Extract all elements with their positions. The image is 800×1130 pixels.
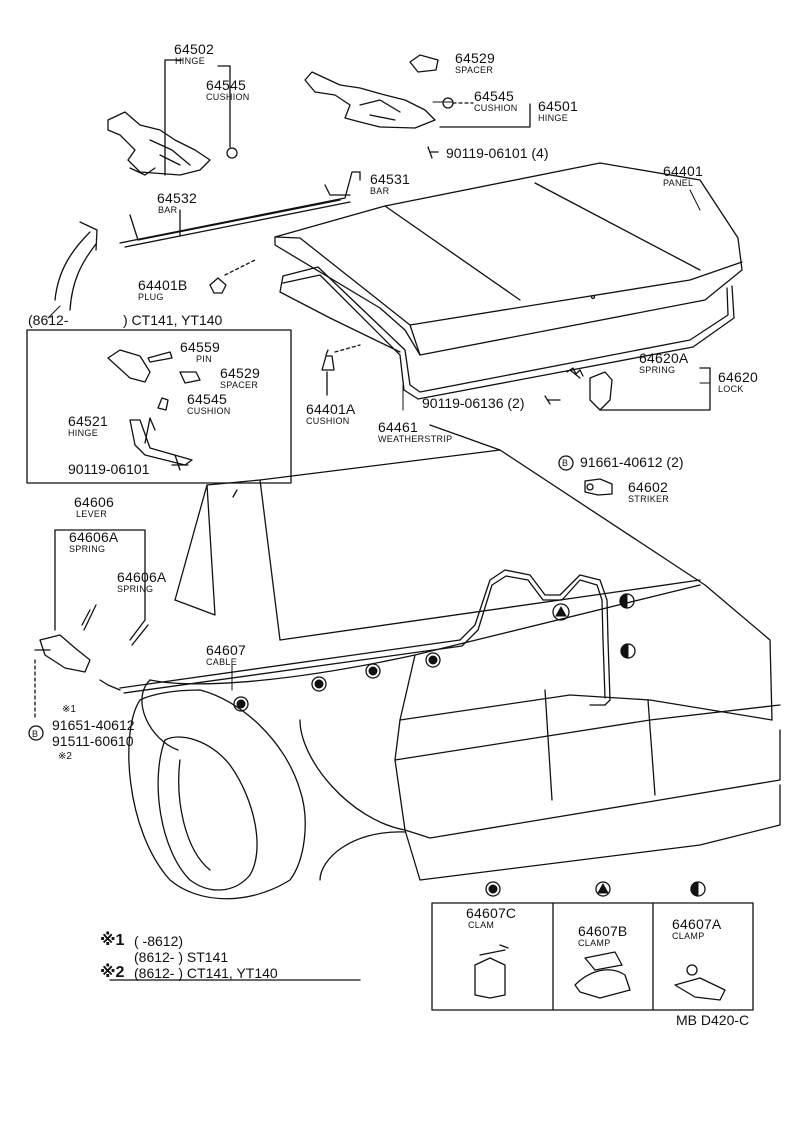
part-number-64401b: 64401B [138,277,188,293]
part-number-64606a: 64606A [69,529,119,545]
bolt-90119-06101: 90119-06101 [68,461,150,477]
car-body-outline [128,424,781,900]
part-name-hinge: HINGE [538,113,569,123]
part-name-cable: CABLE [206,657,238,667]
part-name-hinge: HINGE [68,428,99,438]
part-number-64607b: 64607B [578,923,628,939]
part-name-cushion: CUSHION [474,103,518,113]
part-number-64501: 64501 [538,98,578,114]
clamp-b-marker [552,603,611,897]
part-name-spacer: SPACER [220,380,259,390]
footnote-2-text: (8612- ) CT141, YT140 [134,965,278,981]
clamp-a-marker [619,593,706,897]
part-number-64529: 64529 [220,365,260,381]
note-mark-1: ※1 [62,704,76,715]
footnote-mark-1: ※1 [100,932,125,949]
part-name-plug: PLUG [138,292,164,302]
bolt-90119-06101-4: 90119-06101 (4) [446,145,549,161]
part-number-64620: 64620 [718,369,758,385]
footnote-1b-text: (8612- ) ST141 [134,949,229,965]
b-marker-label: B [562,458,569,468]
part-number-64606: 64606 [74,494,114,510]
part-number-64607: 64607 [206,642,246,658]
part-name-cushion: CUSHION [206,92,250,102]
part-name-clam: CLAM [468,920,495,930]
lock-64620-art [544,367,711,411]
part-name-lock: LOCK [718,384,744,394]
part-number-64461: 64461 [378,419,418,435]
part-number-64401a: 64401A [306,401,356,417]
note-mark-2: ※2 [58,751,72,762]
part-name-bar: BAR [370,186,390,196]
cable-64607-art [119,569,611,706]
clamp-legend-boxes-art [431,902,754,1011]
part-number-64531: 64531 [370,171,410,187]
bolt-91661-40612-2: 91661-40612 (2) [580,454,684,470]
part-name-pin: PIN [196,354,212,364]
part-number-64529: 64529 [455,50,495,66]
part-name-panel: PANEL [663,178,694,188]
weatherstrip-outline [279,266,735,400]
b-marker-label: B [32,729,39,739]
part-name-weatherstrip: WEATHERSTRIP [378,434,453,444]
torsion-bars-art [119,171,361,248]
inset-header-prefix: (8612- [28,312,69,328]
part-number-64607c: 64607C [466,905,517,921]
part-name-spring: SPRING [117,584,154,594]
footnote-1-text: ( -8612) [134,933,184,949]
part-name-lever: LEVER [76,509,108,519]
plug-64401b-art [209,259,256,294]
part-name-cushion: CUSHION [187,406,231,416]
part-name-hinge: HINGE [175,56,206,66]
b-markers [28,455,574,741]
part-number-64607a: 64607A [672,916,722,932]
part-number-64521: 64521 [68,413,108,429]
part-name-clamp: CLAMP [578,938,611,948]
part-number-64620a: 64620A [639,350,689,366]
trunk-lid-panel [274,162,743,356]
clamp-markers [233,593,706,897]
part-number-64559: 64559 [180,339,220,355]
part-name-striker: STRIKER [628,494,670,504]
inset-box-art [26,329,292,484]
screw-91651-40612: 91651-40612 [52,717,135,733]
lever-64606-art [34,529,149,721]
part-name-clamp: CLAMP [672,931,705,941]
part-number-64545: 64545 [474,88,514,104]
part-name-spring: SPRING [69,544,106,554]
hinge-64501-art [304,71,531,159]
clam-marker [233,652,501,897]
part-number-64545: 64545 [206,77,246,93]
part-name-spring: SPRING [639,365,676,375]
diagram-code: MB D420-C [676,1012,750,1028]
part-name-cushion: CUSHION [306,416,350,426]
spacer-64529-art [409,54,439,73]
part-name-bar: BAR [158,205,178,215]
part-number-64401: 64401 [663,163,703,179]
part-number-64602: 64602 [628,479,668,495]
inset-header-suffix: ) CT141, YT140 [123,312,223,328]
bolt-90119-06136-2: 90119-06136 (2) [422,395,525,411]
part-number-64532: 64532 [157,190,197,206]
part-number-64545: 64545 [187,391,227,407]
part-number-64502: 64502 [174,41,214,57]
hinge-64502-art [107,59,238,176]
reference-arrow-art [54,221,98,311]
screw-91511-60610: 91511-60610 [52,733,134,749]
cushion-64401a-art [321,344,361,396]
footnote-mark-2: ※2 [100,964,125,981]
part-name-spacer: SPACER [455,65,494,75]
leader-lines [47,101,711,691]
striker-64602-art [584,478,613,496]
part-number-64606a: 64606A [117,569,167,585]
